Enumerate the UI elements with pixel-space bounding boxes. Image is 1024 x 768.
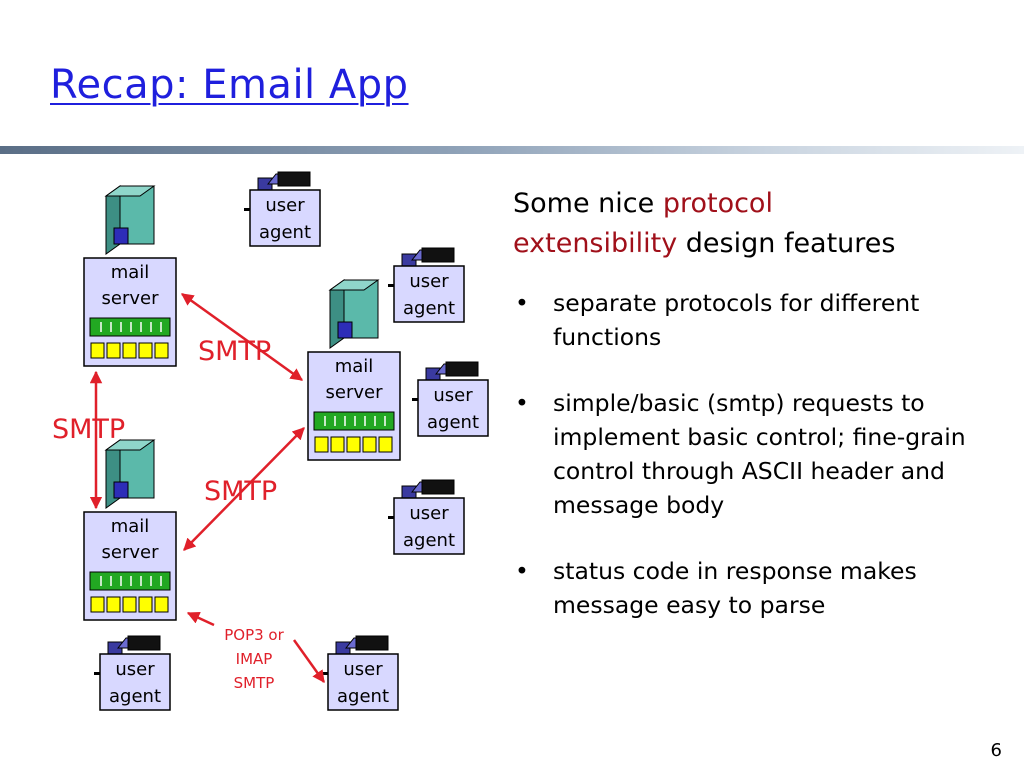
slide-title: Recap: Email App (50, 62, 409, 108)
features-panel: Some nice protocol extensibility design f… (513, 184, 1003, 654)
list-item: • simple/basic (smtp) requests to impleme… (513, 386, 1003, 522)
bullet-icon: • (515, 557, 529, 585)
user-agent-top: user agent (243, 171, 321, 247)
access-protocol-line2: IMAP (236, 650, 273, 668)
user-agent-label-line2: agent (259, 222, 311, 243)
user-agent-label-line2: agent (427, 412, 479, 433)
smtp-arrow-top-to-middle (180, 292, 304, 382)
mail-server-label-line2: server (102, 542, 160, 563)
features-list: • separate protocols for different functi… (513, 286, 1003, 622)
user-agent-label-line2: agent (403, 530, 455, 551)
list-item-text: status code in response makes message ea… (553, 557, 917, 619)
heading-highlight-protocol: protocol (662, 188, 773, 219)
heading-text-2: design features (677, 228, 896, 259)
access-protocol-line3: SMTP (234, 674, 275, 692)
user-agent-label-line1: user (409, 271, 449, 292)
mail-server-label-line2: server (102, 288, 160, 309)
mail-server-top-left: mail server (83, 185, 177, 367)
list-item-text: separate protocols for different functio… (553, 289, 920, 351)
heading-text-1: Some nice (513, 188, 663, 219)
user-agent-right-2: user agent (411, 361, 489, 437)
mail-server-label-line1: mail (111, 262, 150, 283)
user-agent-right-1: user agent (387, 247, 465, 323)
features-heading: Some nice protocol extensibility design f… (513, 184, 1003, 264)
page-number: 6 (990, 740, 1002, 761)
user-agent-label-line2: agent (403, 298, 455, 319)
user-agent-bottom-right: user agent (321, 635, 399, 711)
smtp-arrow-bottom-to-middle (183, 427, 305, 551)
smtp-label-top: SMTP (198, 336, 271, 367)
smtp-label-left: SMTP (52, 414, 125, 445)
user-agent-label-line1: user (409, 503, 449, 524)
user-agent-label-line1: user (433, 385, 473, 406)
user-agent-label-line2: agent (337, 686, 389, 707)
mail-server-label-line2: server (326, 382, 384, 403)
list-item-text: simple/basic (smtp) requests to implemen… (553, 389, 966, 519)
user-agent-label-line1: user (343, 659, 383, 680)
list-item: • status code in response makes message e… (513, 554, 1003, 622)
mail-server-label-line1: mail (111, 516, 150, 537)
mail-server-label-line1: mail (335, 356, 374, 377)
access-protocol-line1: POP3 or (224, 626, 284, 644)
mail-server-bottom-left: mail server (83, 439, 177, 621)
user-agent-label-line2: agent (109, 686, 161, 707)
email-architecture-diagram: mail server mail server mail server user… (52, 171, 489, 711)
user-agent-right-3: user agent (387, 479, 465, 555)
title-divider (0, 146, 1024, 154)
access-arrow-bottom-server (186, 611, 215, 627)
smtp-label-bottom: SMTP (204, 476, 277, 507)
user-agent-label-line1: user (115, 659, 155, 680)
user-agent-label-line1: user (265, 195, 305, 216)
access-arrow-user-agent (292, 639, 326, 684)
list-item: • separate protocols for different functi… (513, 286, 1003, 354)
bullet-icon: • (515, 289, 529, 317)
bullet-icon: • (515, 389, 529, 417)
user-agent-bottom-left: user agent (93, 635, 171, 711)
mail-server-middle: mail server (307, 279, 401, 461)
heading-highlight-extensibility: extensibility (513, 228, 678, 259)
